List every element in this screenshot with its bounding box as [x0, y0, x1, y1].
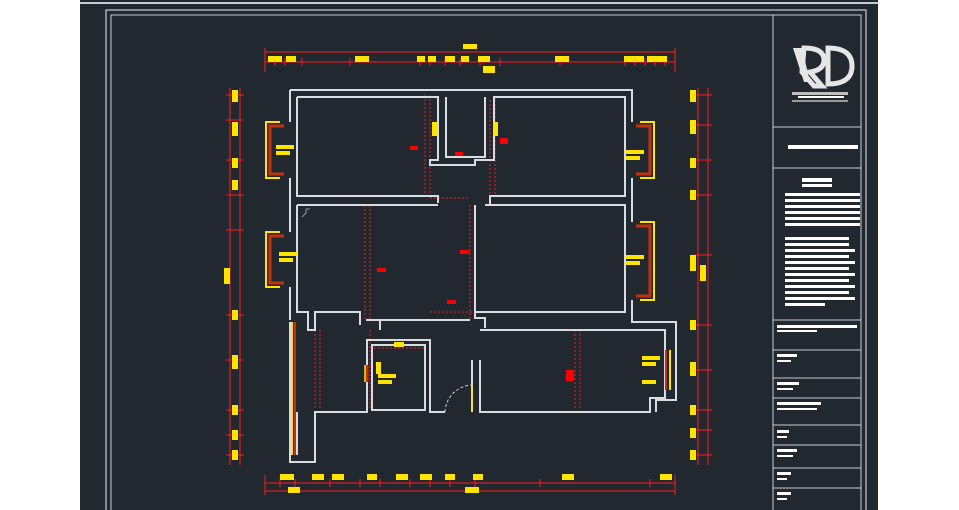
door-swing [444, 384, 473, 413]
cad-viewport[interactable] [80, 0, 878, 510]
dimension-ticks [226, 58, 712, 487]
windows [265, 121, 671, 455]
walls [289, 89, 677, 463]
company-logo [792, 45, 855, 102]
floor-plan-drawing [80, 2, 878, 510]
stair-marker [301, 208, 310, 218]
inner-frame [110, 14, 862, 510]
title-bar [788, 145, 858, 149]
title-block-text [777, 178, 860, 500]
title-block [772, 15, 861, 510]
dimension-labels [224, 44, 706, 493]
red-tags [377, 138, 574, 381]
outer-frame [105, 9, 867, 510]
window-labels [276, 122, 660, 384]
dimension-lines [229, 48, 709, 495]
